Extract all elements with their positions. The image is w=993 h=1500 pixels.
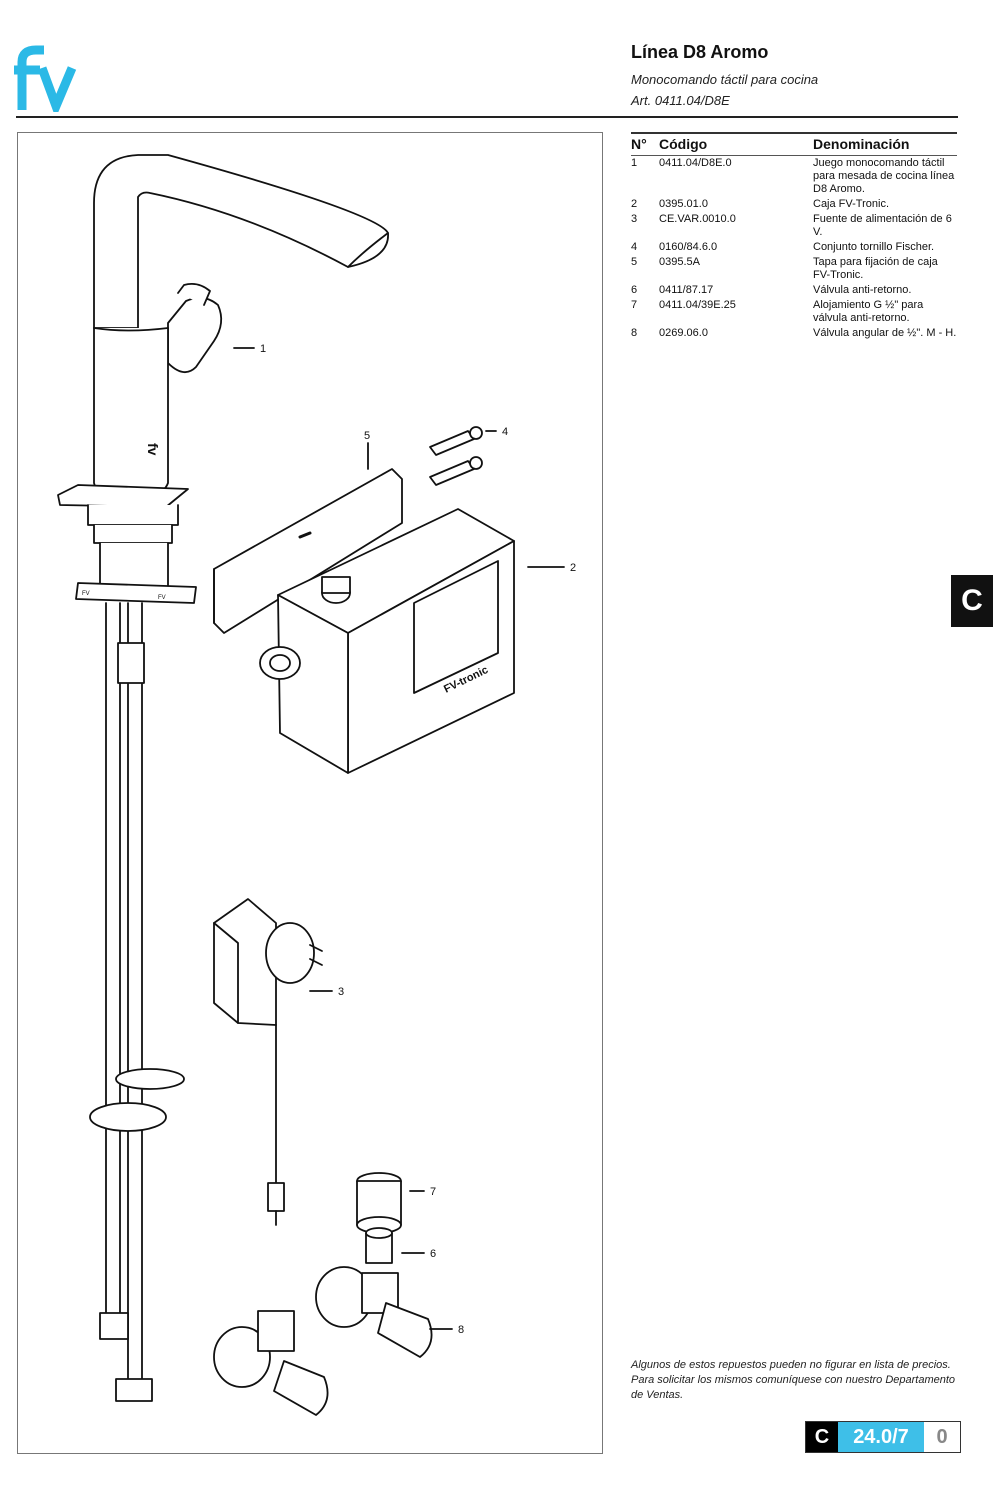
row-number: 5: [631, 256, 638, 268]
column-header-name: Denominación: [813, 132, 957, 156]
table-row: 3 CE.VAR.0010.0 Fuente de alimentación de …: [631, 212, 957, 240]
row-name: Conjunto tornillo Fischer.: [813, 241, 935, 253]
table-row: 7 0411.04/39E.25 Alojamiento G ½" para vál…: [631, 298, 957, 326]
row-number: 4: [631, 241, 638, 253]
row-code: 0411/87.17: [659, 284, 714, 296]
leader-lines: [233, 347, 565, 1330]
valve-housing: [356, 1172, 402, 1234]
document-header: Línea D8 Aromo Monocomando táctil para c…: [631, 42, 961, 108]
callout-5: 5: [364, 430, 370, 442]
cover-plate: [213, 468, 403, 634]
svg-text:FV: FV: [82, 591, 90, 597]
header-divider: [16, 116, 958, 118]
fv-logo: [14, 45, 77, 112]
table-row: 6 0411/87.17 Válvula anti-retorno.: [631, 283, 957, 298]
callout-2: 2: [570, 562, 576, 574]
diagram-drawing: fv FV FV: [57, 154, 576, 1416]
column-header-code: Código: [659, 132, 813, 156]
row-number: 6: [631, 284, 638, 296]
row-number: 3: [631, 213, 638, 225]
check-valve: [365, 1227, 393, 1264]
page-code-number: 24.0/7: [838, 1422, 924, 1452]
exploded-diagram: fv FV FV: [17, 132, 603, 1454]
product-subtitle: Monocomando táctil para cocina: [631, 72, 819, 87]
row-name: Válvula anti-retorno.: [813, 284, 912, 296]
row-number: 1: [631, 157, 638, 169]
footnote: Algunos de estos repuestos pueden no fig…: [631, 1359, 956, 1401]
svg-text:FV: FV: [158, 595, 166, 601]
angle-valves: [213, 1266, 433, 1416]
parts-table-header: N° Código Denominación: [631, 132, 957, 156]
table-row: 8 0269.06.0 Válvula angular de ½". M - H.: [631, 326, 957, 341]
row-number: 2: [631, 198, 638, 210]
table-row: 5 0395.5A Tapa para fijación de caja FV-Tr…: [631, 255, 957, 283]
page-code: C 24.0/7 0: [805, 1421, 961, 1453]
callout-1: 1: [260, 343, 266, 355]
row-name: Caja FV-Tronic.: [813, 198, 890, 210]
row-code: 0411.04/D8E.0: [659, 157, 732, 169]
tronic-box: FV-tronic: [259, 508, 515, 774]
article-number: Art. 0411.04/D8E: [631, 93, 730, 108]
row-code: 0395.5A: [659, 256, 700, 268]
parts-table: N° Código Denominación 1 0411.04/D8E.0 Jue…: [631, 132, 957, 341]
row-name: Fuente de alimentación de 6 V.: [813, 213, 952, 238]
callout-6: 6: [430, 1248, 436, 1260]
row-code: CE.VAR.0010.0: [659, 213, 736, 225]
table-row: 2 0395.01.0 Caja FV-Tronic.: [631, 197, 957, 212]
row-name: Válvula angular de ½". M - H.: [813, 327, 957, 339]
power-supply: [213, 898, 323, 1226]
table-row: 4 0160/84.6.0 Conjunto tornillo Fischer.: [631, 240, 957, 255]
row-name: Alojamiento G ½" para válvula anti-retor…: [813, 299, 924, 324]
faucet: fv FV FV: [57, 154, 389, 604]
callout-4: 4: [502, 426, 508, 438]
page-code-letter: C: [806, 1422, 838, 1452]
row-name: Juego monocomando táctil para mesada de …: [813, 157, 955, 195]
callout-numbers: 1 2 3 4 5 6 7 8: [260, 343, 576, 1336]
row-code: 0411.04/39E.25: [659, 299, 736, 311]
svg-text:fv: fv: [145, 443, 161, 456]
callout-3: 3: [338, 986, 344, 998]
column-header-number: N°: [631, 132, 659, 156]
row-name: Tapa para fijación de caja FV-Tronic.: [813, 256, 938, 281]
section-tab: C: [951, 575, 993, 627]
screws: [429, 426, 483, 486]
product-title: Línea D8 Aromo: [631, 42, 769, 62]
row-code: 0269.06.0: [659, 327, 708, 339]
row-code: 0395.01.0: [659, 198, 708, 210]
callout-8: 8: [458, 1324, 464, 1336]
table-row: 1 0411.04/D8E.0 Juego monocomando táctil p…: [631, 156, 957, 198]
row-number: 8: [631, 327, 638, 339]
callout-7: 7: [430, 1186, 436, 1198]
page-code-revision: 0: [924, 1422, 960, 1452]
row-number: 7: [631, 299, 638, 311]
row-code: 0160/84.6.0: [659, 241, 718, 253]
supply-hoses: [89, 602, 185, 1402]
